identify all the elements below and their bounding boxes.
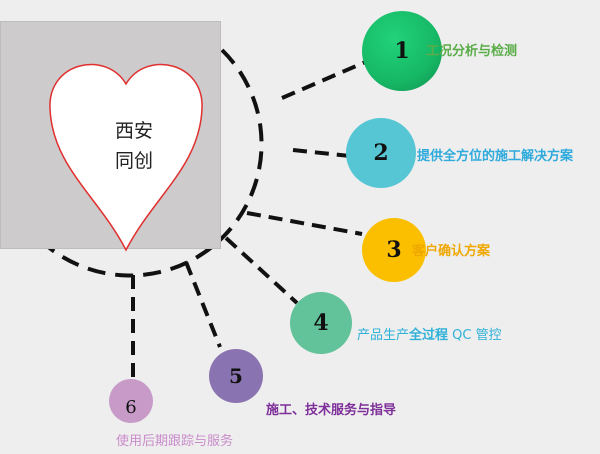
step-number-5: 5 — [229, 364, 243, 388]
step-number-6: 6 — [125, 396, 137, 418]
center-title: 西安 同创 — [94, 116, 174, 176]
step-label-3: 客户确认方案 — [412, 244, 491, 259]
heart-icon — [49, 63, 203, 252]
step-label-4-pre: 产品生产 — [357, 328, 410, 343]
connector-1 — [281, 58, 371, 100]
step-number-2: 2 — [373, 140, 389, 166]
step-number-3: 3 — [386, 237, 402, 263]
dashed-arc — [36, 48, 264, 278]
step-node-4: 4 — [290, 292, 352, 354]
step-number-1: 1 — [394, 38, 410, 64]
connector-3 — [246, 211, 363, 236]
connector-5 — [184, 261, 222, 348]
step-node-1: 1 — [362, 11, 442, 91]
connector-2 — [292, 148, 351, 158]
step-node-2: 2 — [346, 118, 416, 188]
step-label-4: 产品生产全过程 QC 管控 — [357, 324, 502, 343]
step-node-3: 3 — [362, 218, 426, 282]
step-label-6: 使用后期跟踪与服务 — [116, 434, 234, 449]
connector-4 — [224, 236, 299, 305]
center-title-line2: 同创 — [114, 150, 153, 172]
step-node-5: 5 — [209, 349, 263, 403]
step-number-4: 4 — [313, 310, 329, 336]
step-label-5: 施工、技术服务与指导 — [266, 403, 397, 418]
step-label-4-bold: 全过程 — [409, 328, 449, 343]
step-label-4-post: QC 管控 — [448, 328, 502, 343]
step-label-1: 工况分析与检测 — [426, 44, 518, 59]
step-label-2: 提供全方位的施工解决方案 — [417, 149, 574, 164]
center-title-line1: 西安 — [114, 120, 153, 142]
step-node-6: 6 — [109, 379, 153, 423]
